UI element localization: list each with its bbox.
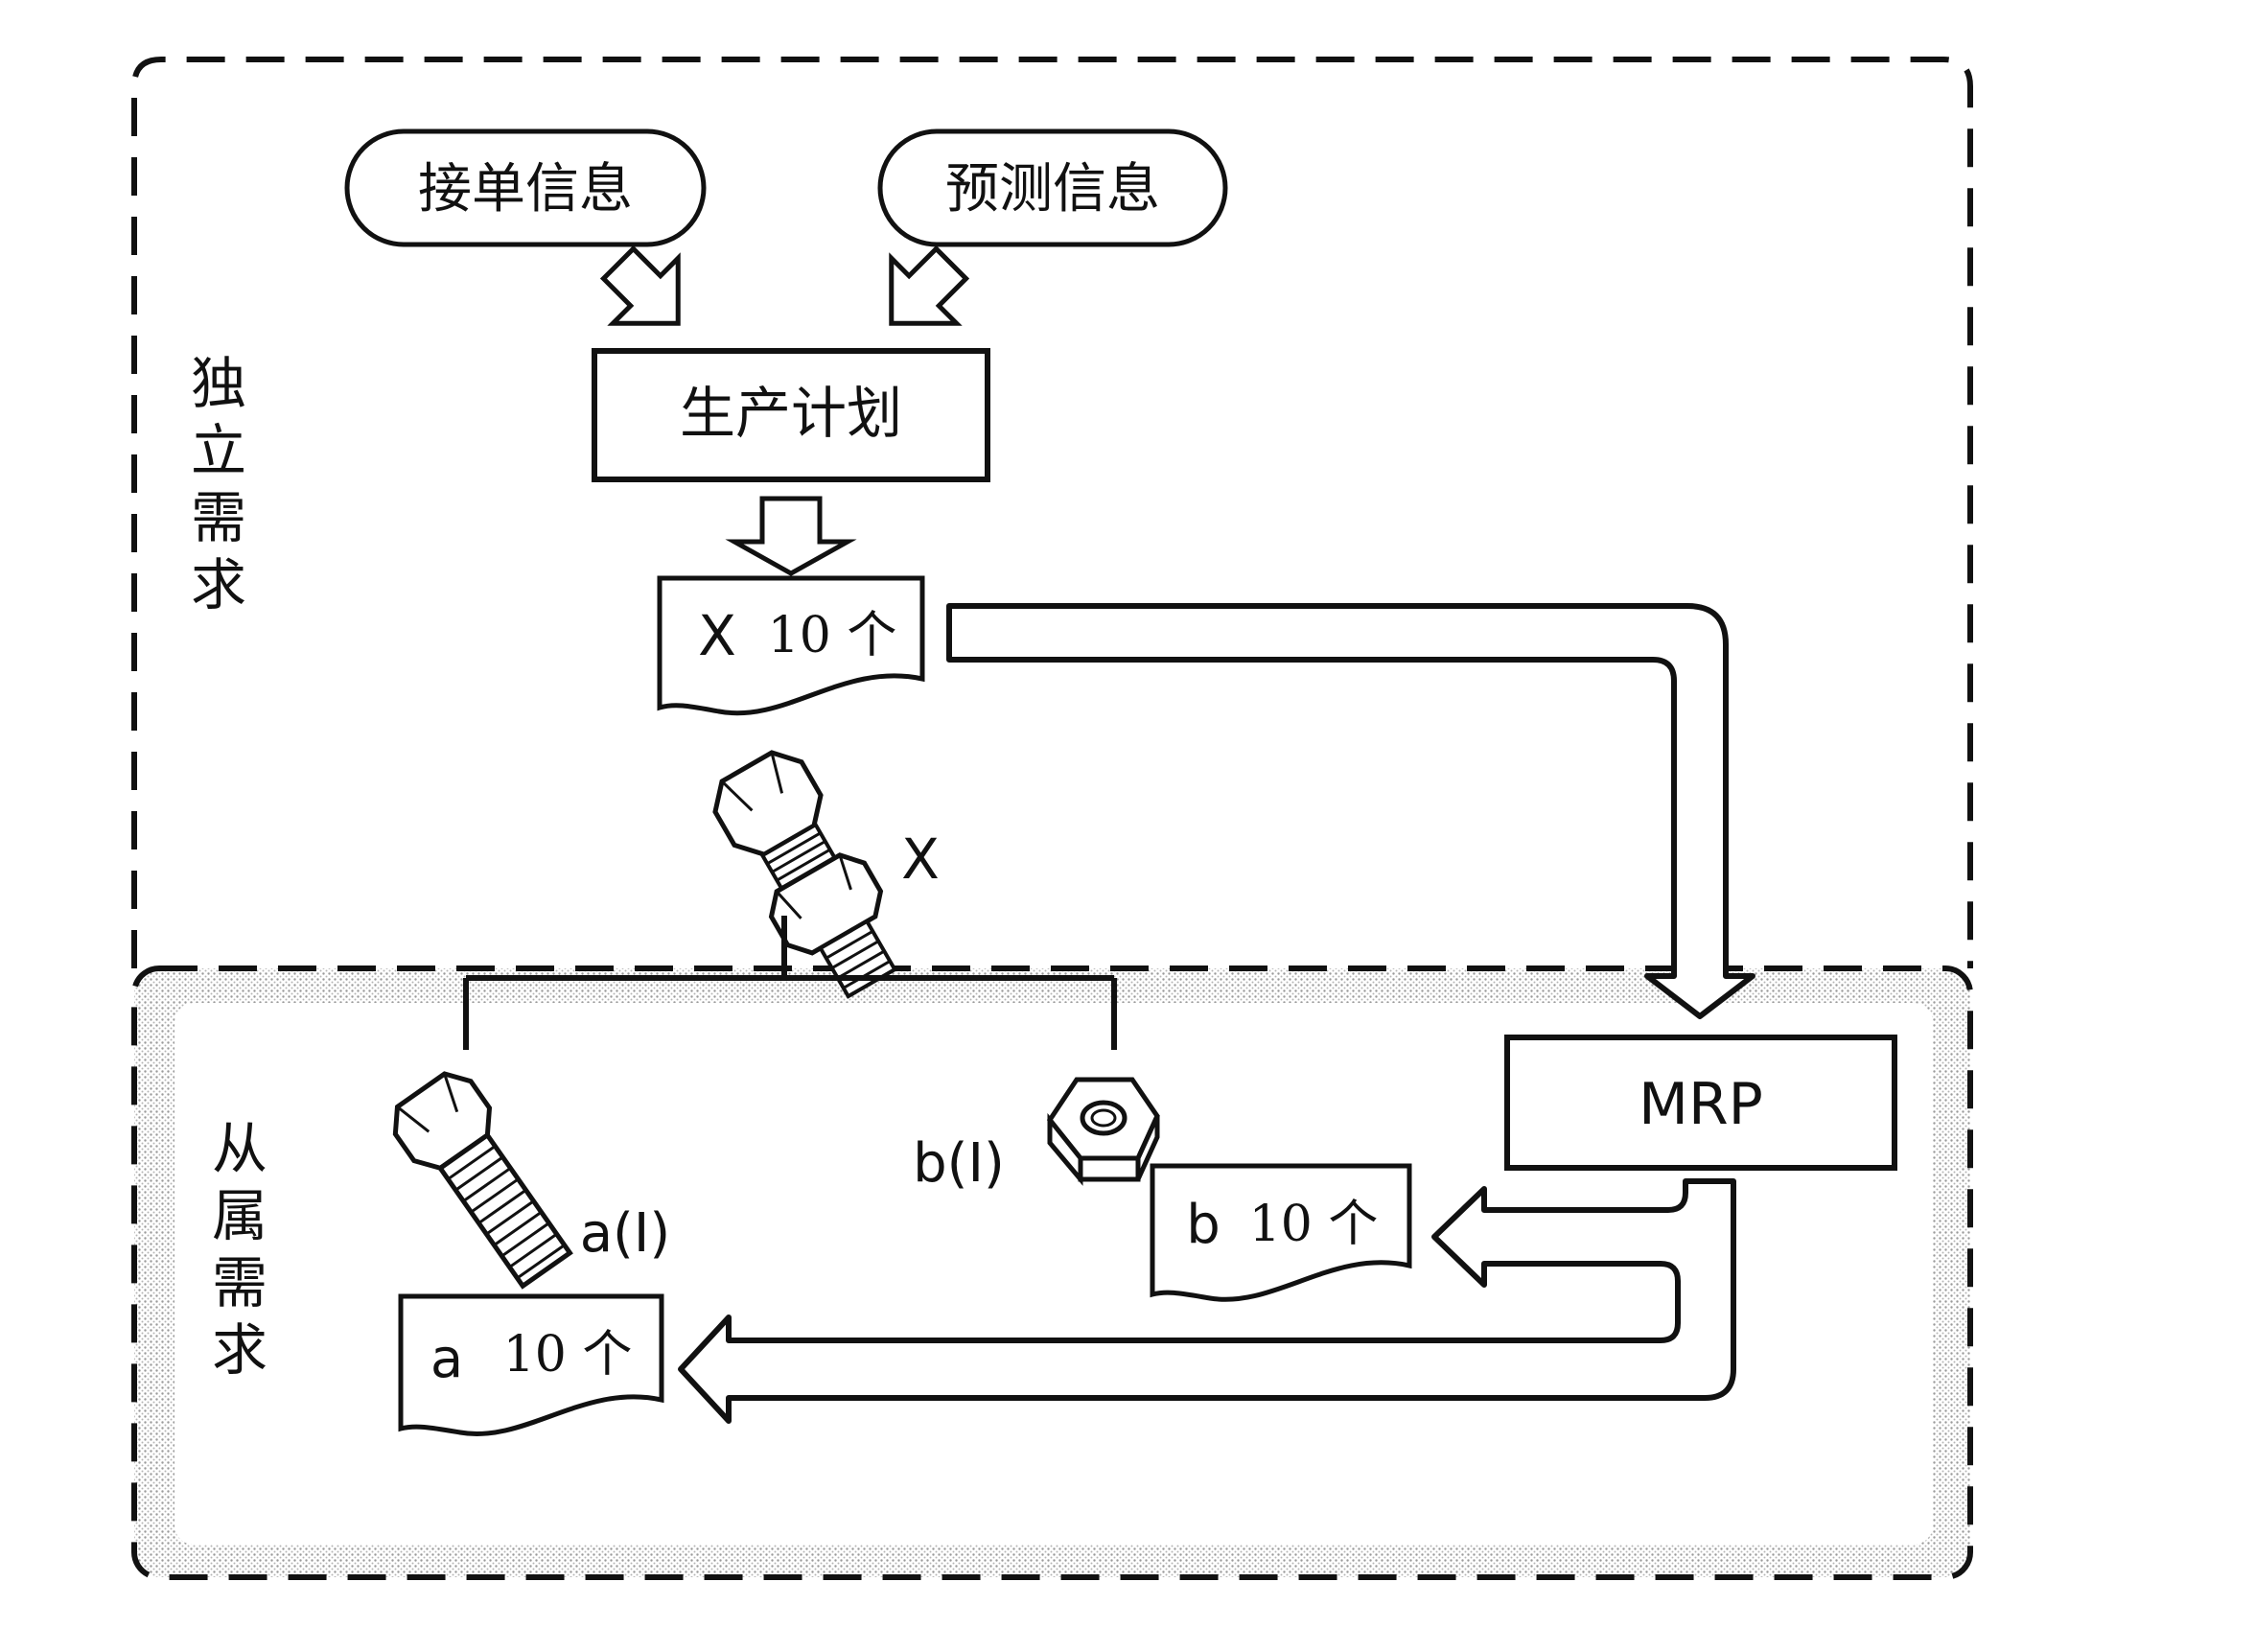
bom-tree [463, 916, 1117, 1050]
order-to-plan-arrow [599, 244, 681, 326]
forecast-to-plan-arrow [889, 244, 970, 326]
svg-text:b: b [1186, 1194, 1220, 1256]
independent-demand-label: 独 立 需 求 [191, 351, 246, 617]
svg-text:生产计划: 生产计划 [680, 381, 902, 446]
x-quantity-document: X 10 个 [657, 575, 925, 716]
svg-text:a: a [430, 1328, 463, 1390]
forecast-info-node: 预测信息 [877, 128, 1228, 247]
svg-text:X: X [698, 603, 736, 668]
order-info-node: 接单信息 [344, 128, 707, 247]
svg-text:10 个: 10 个 [503, 1326, 633, 1384]
svg-text:属: 属 [212, 1183, 267, 1248]
svg-text:10 个: 10 个 [1249, 1196, 1379, 1253]
production-plan-box: 生产计划 [592, 348, 990, 482]
plan-to-x-arrow [725, 496, 857, 576]
svg-text:需: 需 [212, 1250, 267, 1315]
svg-text:需: 需 [191, 485, 246, 550]
assembly-label: X [901, 826, 940, 892]
x-to-mrp-arrow [946, 603, 1755, 1019]
bolt-nut-assembly-icon [712, 750, 897, 999]
dependent-demand-label: 从 属 需 求 [212, 1116, 267, 1383]
svg-text:独: 独 [191, 351, 246, 416]
nut-icon [1046, 1077, 1160, 1186]
mrp-box: MRP [1504, 1035, 1897, 1171]
nut-label: b(I) [913, 1132, 1005, 1195]
a-quantity-document: a 10 个 [398, 1293, 664, 1436]
svg-text:10 个: 10 个 [768, 607, 897, 664]
svg-text:接单信息: 接单信息 [418, 158, 633, 221]
b-quantity-document: b 10 个 [1150, 1163, 1412, 1302]
bolt-label: a(I) [580, 1202, 671, 1265]
svg-text:从: 从 [212, 1116, 267, 1181]
bolt-icon [392, 1071, 573, 1290]
svg-text:求: 求 [212, 1317, 267, 1383]
svg-text:MRP: MRP [1639, 1071, 1763, 1138]
svg-text:立: 立 [191, 418, 246, 483]
svg-text:预测信息: 预测信息 [945, 158, 1160, 221]
independent-demand-region [131, 57, 1973, 968]
svg-text:求: 求 [191, 552, 246, 617]
mrp-output-arrows [678, 1178, 1736, 1424]
